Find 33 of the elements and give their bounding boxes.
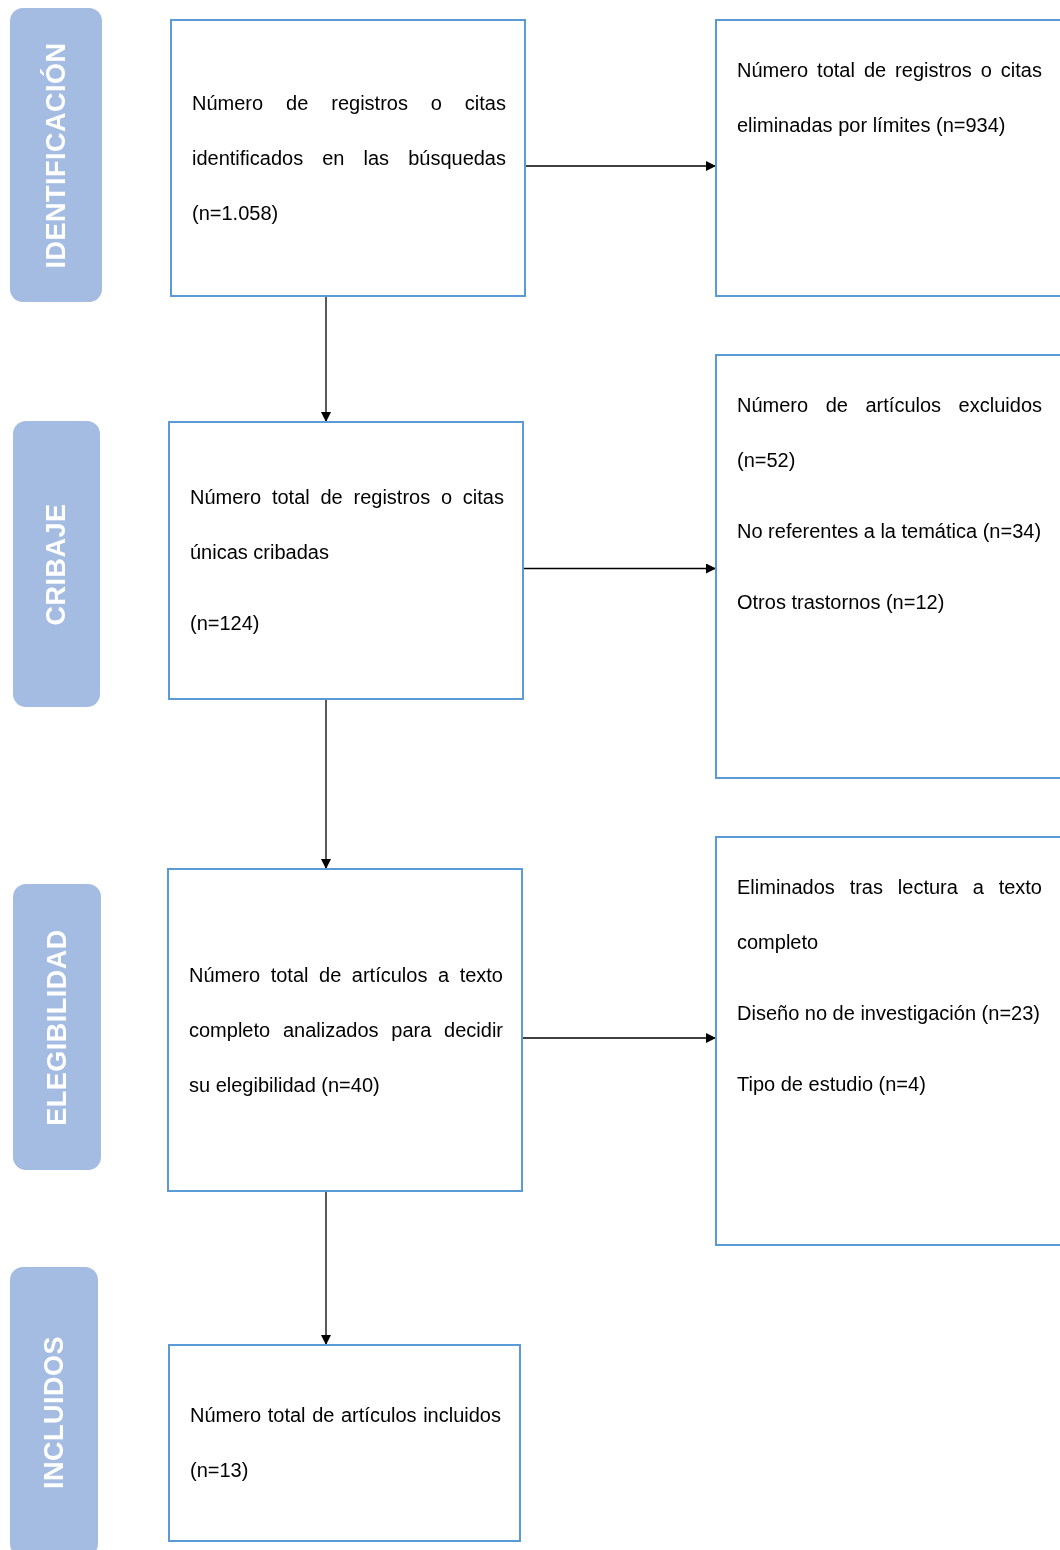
arrow bbox=[321, 699, 331, 869]
box-text: Número total de registros o citas únicas cribadas bbox=[190, 485, 504, 565]
stage-label: IDENTIFICACIÓN bbox=[40, 42, 72, 268]
process-box bbox=[168, 1344, 521, 1542]
stage-label: CRIBAJE bbox=[41, 503, 72, 625]
arrow bbox=[523, 563, 716, 574]
stage-label: INCLUIDOS bbox=[38, 1335, 70, 1489]
process-box bbox=[168, 421, 524, 700]
box-text: Tipo de estudio (n=4) bbox=[737, 1072, 927, 1097]
box-text: Diseño no de investigación (n=23) bbox=[737, 1001, 1041, 1026]
stage-band bbox=[10, 1267, 98, 1550]
stage-band bbox=[13, 884, 101, 1170]
arrow bbox=[321, 296, 331, 422]
box-text: Número de artículos excluidos (n=52) bbox=[737, 393, 1042, 473]
stage-band bbox=[10, 8, 102, 302]
process-box bbox=[167, 868, 523, 1192]
box-text: Eliminados tras lectura a texto completo bbox=[737, 875, 1042, 955]
box-text: Otros trastornos (n=12) bbox=[737, 590, 946, 615]
arrow bbox=[525, 161, 716, 171]
arrow bbox=[321, 1191, 331, 1345]
box-text: Número total de artículos incluidos (n=13) bbox=[190, 1403, 501, 1483]
process-box bbox=[715, 19, 1060, 297]
process-box bbox=[715, 836, 1060, 1246]
box-text: Número de registros o citas identificados en las búsquedas (n=1.058) bbox=[192, 90, 506, 226]
stage-band bbox=[13, 421, 100, 707]
box-text: No referentes a la temática (n=34) bbox=[737, 519, 1042, 544]
process-box bbox=[715, 354, 1060, 779]
arrow bbox=[522, 1033, 716, 1043]
box-text: Número total de artículos a texto completo analizados para decidir su elegibilidad (n=40) bbox=[189, 962, 503, 1098]
box-text: (n=124) bbox=[190, 611, 261, 636]
process-box bbox=[170, 19, 526, 297]
box-text: Número total de registros o citas eliminadas por límites (n=934) bbox=[737, 58, 1042, 138]
stage-label: ELEGIBILIDAD bbox=[41, 928, 73, 1126]
